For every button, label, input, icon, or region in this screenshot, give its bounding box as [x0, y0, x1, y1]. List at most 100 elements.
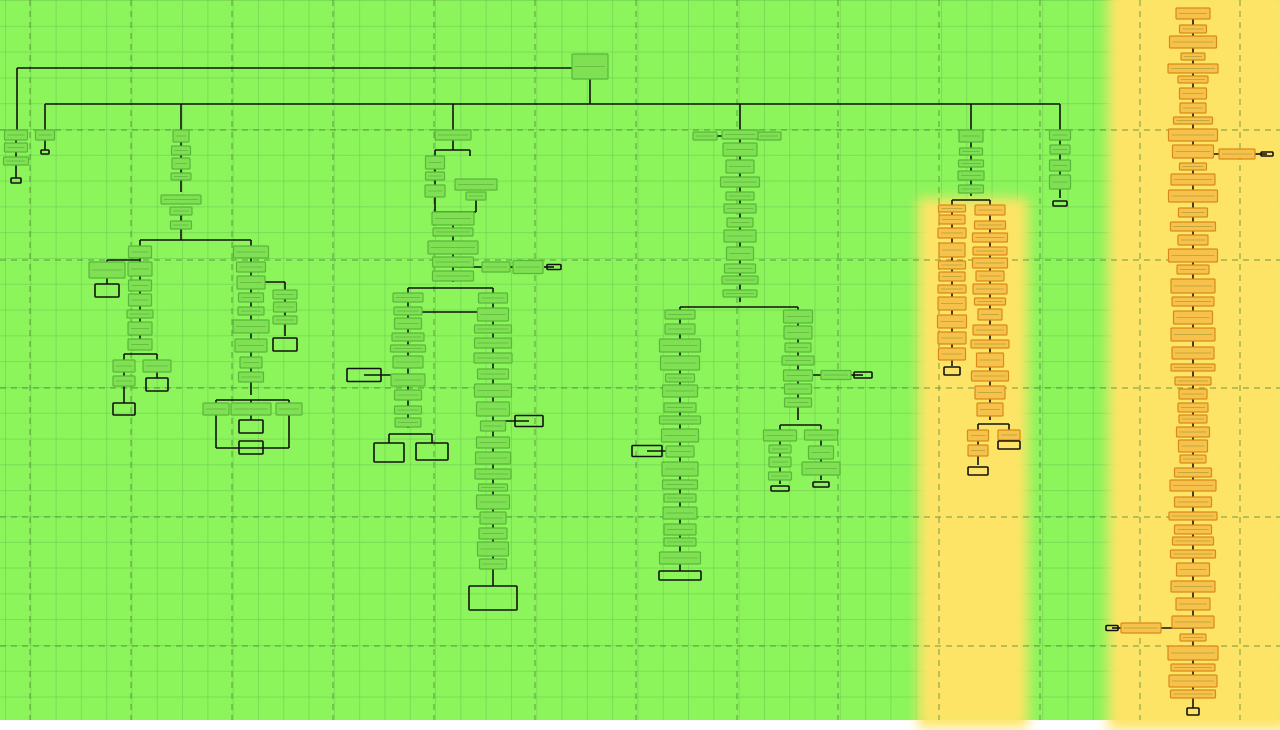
flowchart-node[interactable] [938, 271, 966, 282]
flowchart-node[interactable] [976, 402, 1004, 417]
flowchart-node[interactable] [970, 339, 1010, 349]
flowchart-node[interactable] [275, 402, 303, 416]
flowchart-node[interactable] [478, 558, 508, 570]
flowchart-node[interactable] [971, 232, 1009, 243]
flowchart-node[interactable] [658, 338, 702, 353]
flowchart-node[interactable] [1171, 144, 1215, 159]
terminal-node[interactable] [238, 419, 264, 434]
terminal-node[interactable] [10, 177, 22, 184]
terminal-node[interactable] [546, 263, 562, 271]
flowchart-node[interactable] [722, 289, 758, 298]
terminal-node[interactable] [94, 283, 120, 298]
flowchart-node[interactable] [1179, 454, 1207, 464]
flowchart-node[interactable] [663, 493, 697, 503]
terminal-node[interactable] [468, 585, 518, 611]
flowchart-node[interactable] [512, 259, 544, 275]
flowchart-node[interactable] [721, 129, 759, 140]
flowchart-node[interactable] [232, 319, 270, 334]
flowchart-node[interactable] [664, 309, 696, 320]
flowchart-node[interactable] [970, 370, 1010, 382]
flowchart-node[interactable] [661, 384, 699, 398]
flowchart-node[interactable] [477, 483, 509, 492]
flowchart-node[interactable] [966, 429, 990, 442]
terminal-node[interactable] [967, 466, 989, 476]
flowchart-node[interactable] [1178, 162, 1208, 171]
terminal-node[interactable] [1105, 624, 1119, 632]
flowchart-node[interactable] [768, 456, 792, 468]
flowchart-node[interactable] [475, 436, 511, 449]
flowchart-node[interactable] [664, 373, 696, 383]
flowchart-node[interactable] [478, 527, 508, 540]
flowchart-node[interactable] [1218, 148, 1256, 160]
flowchart-node[interactable] [1174, 376, 1212, 386]
flowchart-node[interactable] [762, 429, 798, 442]
flowchart-node[interactable] [723, 229, 757, 243]
flowchart-node[interactable] [473, 337, 513, 349]
flowchart-node[interactable] [390, 373, 426, 387]
flowchart-node[interactable] [1175, 7, 1211, 20]
flowchart-node[interactable] [424, 171, 446, 181]
flowchart-node[interactable] [937, 296, 967, 311]
flowchart-node[interactable] [434, 129, 472, 141]
flowchart-node[interactable] [783, 397, 813, 408]
flowchart-node[interactable] [476, 541, 510, 557]
flowchart-node[interactable] [1169, 479, 1217, 492]
flowchart-node[interactable] [997, 429, 1021, 441]
flowchart-node[interactable] [722, 142, 758, 157]
terminal-node[interactable] [272, 337, 298, 352]
flowchart-node[interactable] [936, 314, 968, 329]
terminal-node[interactable] [631, 444, 663, 458]
flowchart-node[interactable] [142, 359, 172, 373]
flowchart-node[interactable] [232, 245, 270, 259]
flowchart-node[interactable] [1179, 102, 1207, 114]
flowchart-node[interactable] [660, 428, 700, 443]
flowchart-node[interactable] [1178, 414, 1208, 424]
flowchart-node[interactable] [1170, 580, 1216, 593]
flowchart-node[interactable] [719, 176, 761, 188]
flowchart-node[interactable] [1169, 549, 1217, 559]
flowchart-node[interactable] [476, 368, 510, 380]
flowchart-node[interactable] [112, 359, 136, 373]
flowchart-node[interactable] [1171, 536, 1215, 546]
flowchart-node[interactable] [237, 371, 265, 383]
flowchart-node[interactable] [661, 461, 699, 477]
flowchart-node[interactable] [1173, 467, 1213, 478]
flowchart-node[interactable] [431, 270, 475, 282]
flowchart-node[interactable] [971, 257, 1009, 269]
flowchart-node[interactable] [170, 172, 192, 181]
terminal-node[interactable] [658, 570, 702, 581]
flowchart-node[interactable] [3, 129, 29, 141]
flowchart-node[interactable] [235, 261, 267, 273]
flowchart-node[interactable] [1167, 248, 1219, 263]
flowchart-node[interactable] [661, 479, 699, 490]
flowchart-node[interactable] [127, 261, 153, 277]
flowchart-node[interactable] [663, 537, 697, 547]
flowchart-node[interactable] [1170, 278, 1216, 294]
flowchart-node[interactable] [1177, 75, 1209, 84]
flowchart-node[interactable] [127, 293, 153, 307]
flowchart-node[interactable] [781, 355, 815, 366]
flowchart-node[interactable] [782, 309, 814, 324]
flowchart-node[interactable] [723, 203, 757, 214]
flowchart-node[interactable] [937, 347, 967, 361]
flowchart-node[interactable] [972, 283, 1008, 295]
flowchart-node[interactable] [237, 292, 265, 303]
flowchart-node[interactable] [1168, 511, 1218, 521]
flowchart-node[interactable] [1048, 129, 1072, 141]
flowchart-node[interactable] [481, 261, 511, 273]
flowchart-node[interactable] [393, 405, 423, 415]
flowchart-node[interactable] [659, 355, 701, 371]
flowchart-node[interactable] [392, 355, 424, 369]
flowchart-node[interactable] [663, 523, 697, 536]
flowchart-node[interactable] [234, 338, 268, 353]
flowchart-node[interactable] [1169, 221, 1217, 232]
flowchart-node[interactable] [938, 242, 966, 258]
flowchart-node[interactable] [477, 292, 509, 304]
flowchart-node[interactable] [389, 344, 427, 353]
flowchart-node[interactable] [975, 352, 1005, 368]
flowchart-node[interactable] [1178, 388, 1208, 400]
flowchart-node[interactable] [169, 220, 193, 230]
flowchart-node[interactable] [664, 323, 696, 335]
flowchart-node[interactable] [170, 145, 192, 156]
flowchart-node[interactable] [432, 227, 474, 237]
